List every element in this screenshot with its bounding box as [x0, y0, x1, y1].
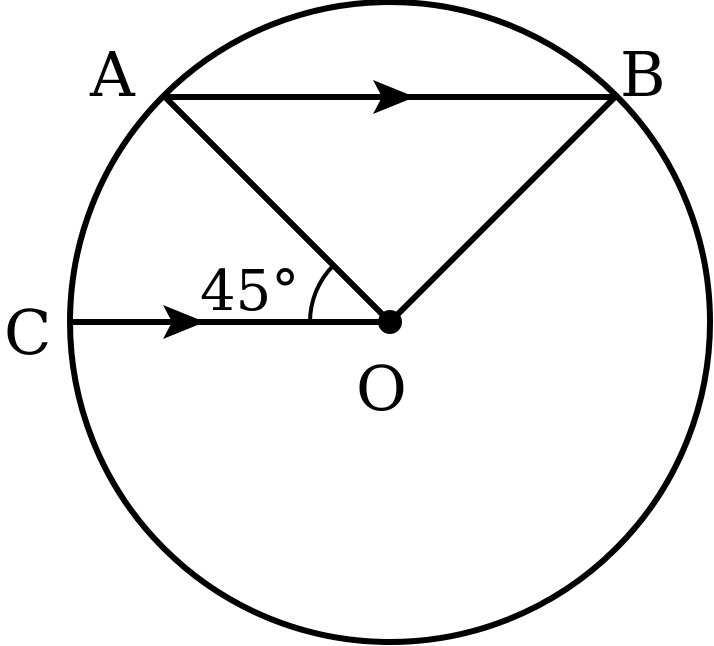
point-label-b: B: [620, 38, 666, 111]
segment-ao: [162, 94, 393, 325]
circle: [67, 0, 713, 645]
angle-arc: [307, 263, 335, 323]
arrow-co-icon: [163, 305, 205, 339]
point-label-c: C: [4, 296, 51, 369]
angle-label: 45°: [200, 259, 299, 324]
arrow-ab-icon: [373, 80, 415, 114]
center-point: [378, 310, 402, 334]
point-label-a: A: [89, 38, 136, 111]
point-label-o: O: [356, 352, 407, 425]
segment-ob: [387, 94, 618, 325]
